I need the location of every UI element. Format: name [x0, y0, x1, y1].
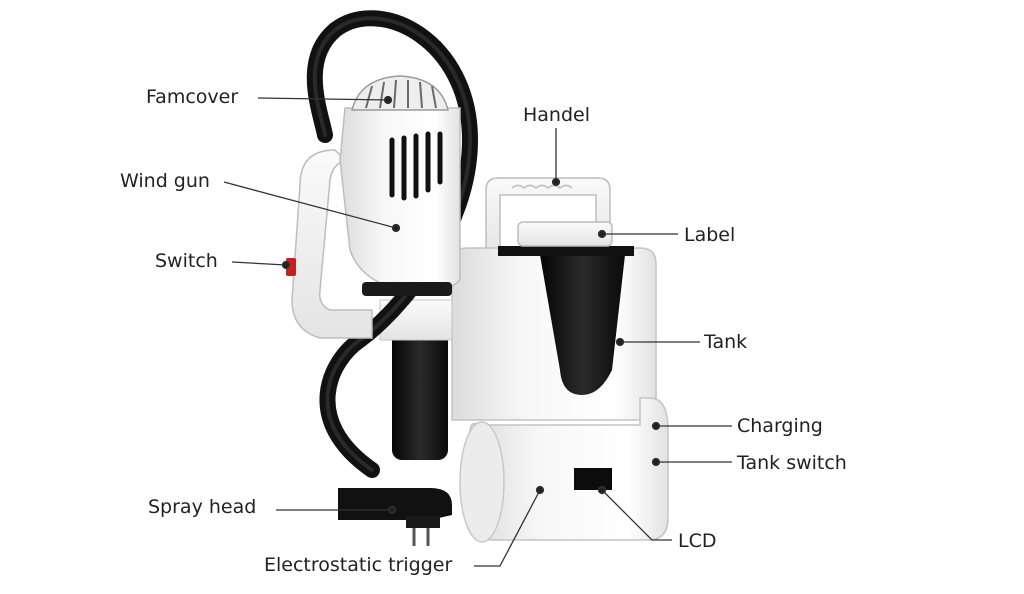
label-famcover: Famcover [146, 86, 239, 108]
lcd-screen [574, 468, 612, 490]
label-tank: Tank [704, 331, 748, 353]
label-charging: Charging [737, 415, 823, 437]
fan-cover [351, 75, 449, 111]
tank-window [540, 255, 625, 395]
spray-head [338, 488, 452, 520]
gun-vents [389, 131, 443, 201]
label-wind-gun: Wind gun [120, 170, 210, 192]
label-electrostatic-trigger: Electrostatic trigger [264, 554, 453, 576]
label-tank-switch: Tank switch [737, 452, 847, 474]
gun-grip [291, 149, 373, 339]
label-handel: Handel [523, 104, 591, 126]
base-housing [469, 397, 669, 541]
label-label: Label [684, 224, 736, 246]
label-spray-head: Spray head [148, 496, 257, 518]
leader-lines [223, 95, 732, 567]
label-switch: Switch [155, 250, 218, 272]
label-lcd: LCD [678, 530, 717, 552]
